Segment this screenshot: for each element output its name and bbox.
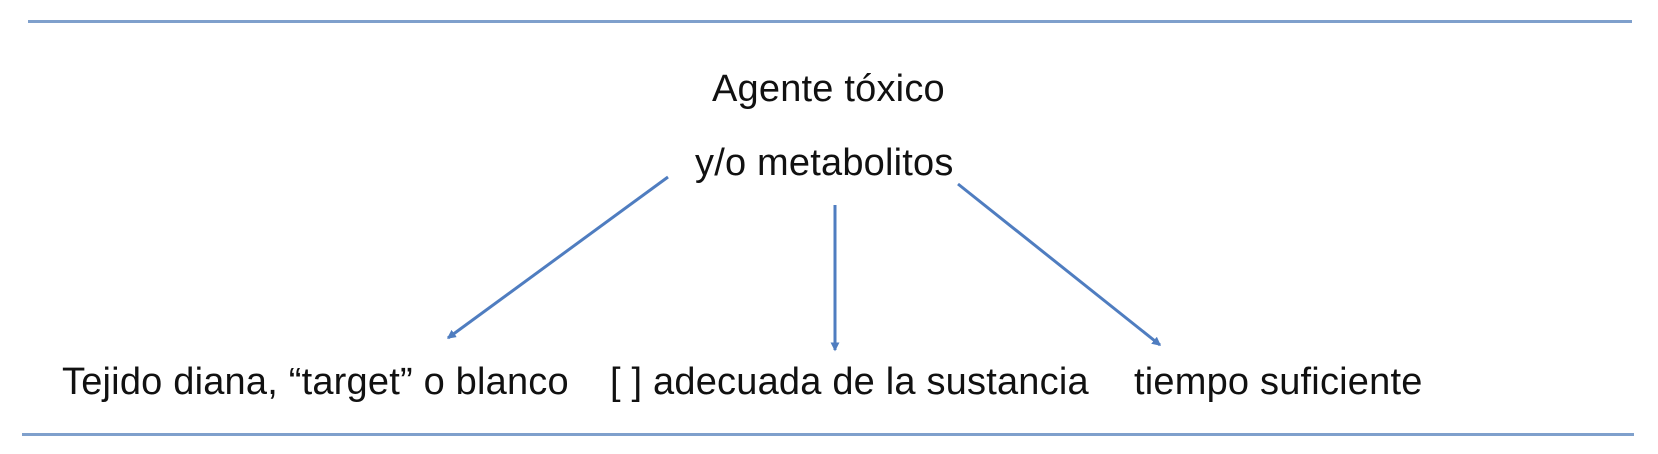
target-node-concentration: [ ] adecuada de la sustancia (610, 361, 1089, 403)
bottom-divider (22, 433, 1634, 436)
source-node-line-1: Agente tóxico (712, 68, 945, 110)
top-divider (28, 20, 1632, 23)
target-node-time: tiempo suficiente (1134, 361, 1423, 403)
arrow-to-left (446, 175, 669, 340)
target-node-tissue: Tejido diana, “target” o blanco (62, 361, 569, 403)
arrow-to-right (957, 182, 1162, 347)
source-node-line-2: y/o metabolitos (695, 142, 954, 184)
